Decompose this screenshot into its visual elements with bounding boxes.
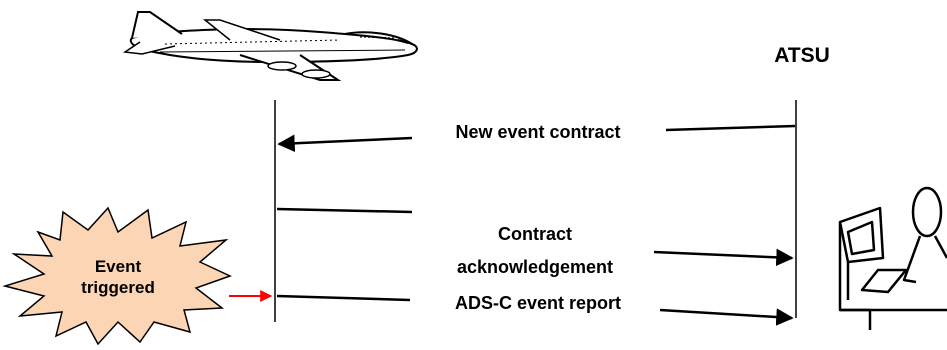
contract-acknowledgement-label-line1: Contract <box>498 224 572 244</box>
contract-acknowledgement-arrow <box>653 248 794 267</box>
new-event-contract-arrow-right-segment <box>665 124 796 132</box>
new-event-contract-arrow <box>277 134 413 153</box>
event-triggered-label-line2: triggered <box>81 278 155 297</box>
event-triggered-label-line1: Event <box>95 257 142 276</box>
new-event-contract-label: New event contract <box>455 122 620 142</box>
atsu-label: ATSU <box>774 44 830 67</box>
ads-c-event-report-arrow-left-segment <box>276 294 411 302</box>
airplane-icon <box>122 11 418 81</box>
ads-c-event-report-arrow <box>659 308 794 326</box>
contract-acknowledgement-arrow-left-segment <box>276 207 413 214</box>
contract-acknowledgement-label-line2: acknowledgement <box>457 257 613 277</box>
event-triggered-starburst <box>2 206 232 346</box>
ads-c-event-report-label: ADS-C event report <box>455 293 621 313</box>
atc-controller-workstation-icon <box>838 186 947 330</box>
